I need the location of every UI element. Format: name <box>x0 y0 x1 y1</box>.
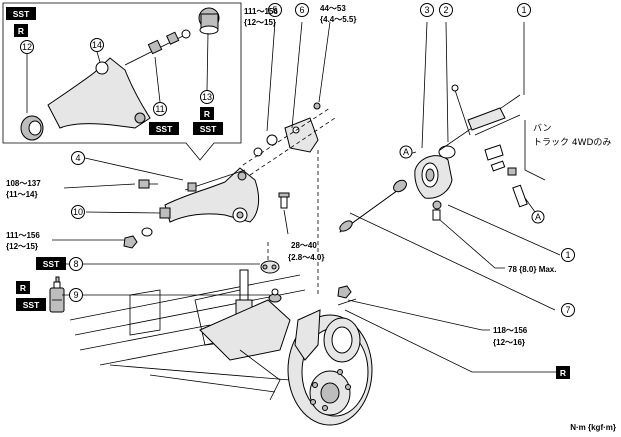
bolt-upper-arm <box>138 179 158 189</box>
sst-tag-grease: SST <box>16 298 46 311</box>
r-tag-grease: R <box>16 281 30 294</box>
r-tag-inset-top: R <box>14 24 28 37</box>
svg-text:11: 11 <box>155 104 164 114</box>
torque-label-7-kgf: {12～16} <box>493 338 525 347</box>
svg-text:12: 12 <box>22 42 32 52</box>
svg-text:R: R <box>20 283 26 293</box>
callout-10: 10 <box>71 205 85 219</box>
torque-label-3-kgf: {11～14} <box>6 190 38 199</box>
lower-suspension-drawing <box>69 260 373 426</box>
svg-text:1: 1 <box>565 250 570 260</box>
svg-text:7: 7 <box>565 305 570 315</box>
sst-tag-inset-top: SST <box>6 7 36 20</box>
callout-2: 2 <box>439 3 453 17</box>
callout-1-right: 1 <box>561 248 575 262</box>
callout-a-right: A <box>531 210 545 224</box>
torque-label-5: 28～40 <box>291 241 317 250</box>
svg-text:R: R <box>560 368 566 378</box>
upper-arm-inset-drawing <box>47 57 151 129</box>
torque-label-4-kgf: {12～15} <box>6 242 38 251</box>
torque-label-5-kgf: {2.8～4.0} <box>288 253 324 262</box>
torque-label-2-kgf: {4.4～5.5} <box>320 15 356 24</box>
svg-text:R: R <box>18 26 24 36</box>
sst-tag-inset-11: SST <box>149 122 179 135</box>
sst-tag-8: SST <box>36 257 66 270</box>
callout-8: 8 <box>69 257 83 271</box>
torque-label-6: 78 {8.0} Max. <box>508 265 556 274</box>
r-tag-bottom: R <box>556 366 570 379</box>
svg-text:13: 13 <box>202 92 212 102</box>
svg-text:SST: SST <box>200 124 217 134</box>
callout-4: 4 <box>71 151 85 165</box>
svg-text:SST: SST <box>43 259 60 269</box>
upper-arm-drawing <box>159 167 260 223</box>
locking-hub-parts <box>439 84 546 208</box>
svg-text:1: 1 <box>521 5 526 15</box>
svg-text:10: 10 <box>73 207 83 217</box>
svg-text:SST: SST <box>23 300 40 310</box>
torque-label-2: 44～53 <box>320 4 346 13</box>
hub-assembly <box>414 145 456 221</box>
callout-7: 7 <box>561 303 575 317</box>
torque-label-1: 111～156 <box>244 7 278 16</box>
r-tag-inset-13: R <box>200 107 214 120</box>
callout-a-left: A <box>399 145 413 159</box>
svg-text:9: 9 <box>73 290 78 300</box>
nut-lower <box>123 227 153 249</box>
svg-text:A: A <box>403 147 409 157</box>
svg-text:5: 5 <box>272 5 277 15</box>
svg-text:6: 6 <box>299 5 304 15</box>
torque-label-3: 108～137 <box>6 179 41 188</box>
ball-joint-inset <box>95 61 109 75</box>
svg-text:SST: SST <box>13 9 30 19</box>
svg-text:14: 14 <box>92 40 102 50</box>
note-line-1: バン <box>533 123 551 134</box>
torque-label-7: 118～156 <box>493 326 528 335</box>
svg-text:8: 8 <box>73 259 78 269</box>
shaft-inset <box>124 29 191 66</box>
unit-label: N·m {kgf·m} <box>570 423 616 432</box>
bushing-inset-right <box>198 7 220 35</box>
sst-tag-inset-13: SST <box>193 122 223 135</box>
callout-13: 13 <box>200 90 214 104</box>
callout-3: 3 <box>420 3 434 17</box>
camber-bracket <box>253 102 321 157</box>
grease-can-icon <box>49 276 65 313</box>
drive-shaft <box>339 179 407 233</box>
svg-text:A: A <box>535 212 541 222</box>
callout-1-top: 1 <box>517 3 531 17</box>
note-line-2: トラック 4WDのみ <box>533 137 611 148</box>
torque-label-1-kgf: {12～15} <box>244 18 276 27</box>
svg-text:3: 3 <box>424 5 429 15</box>
callout-5: 5 <box>268 3 282 17</box>
svg-text:4: 4 <box>75 153 80 163</box>
inset-box <box>2 2 242 161</box>
svg-text:R: R <box>204 109 210 119</box>
bushing-inset-left <box>20 115 44 141</box>
small-bolt <box>278 192 290 209</box>
callout-11: 11 <box>153 102 167 116</box>
callout-6: 6 <box>295 3 309 17</box>
svg-text:SST: SST <box>156 124 173 134</box>
callout-9: 9 <box>69 288 83 302</box>
svg-text:2: 2 <box>443 5 448 15</box>
callout-12: 12 <box>20 40 34 54</box>
torque-label-4: 111～156 <box>6 231 40 240</box>
callout-14: 14 <box>90 38 104 52</box>
